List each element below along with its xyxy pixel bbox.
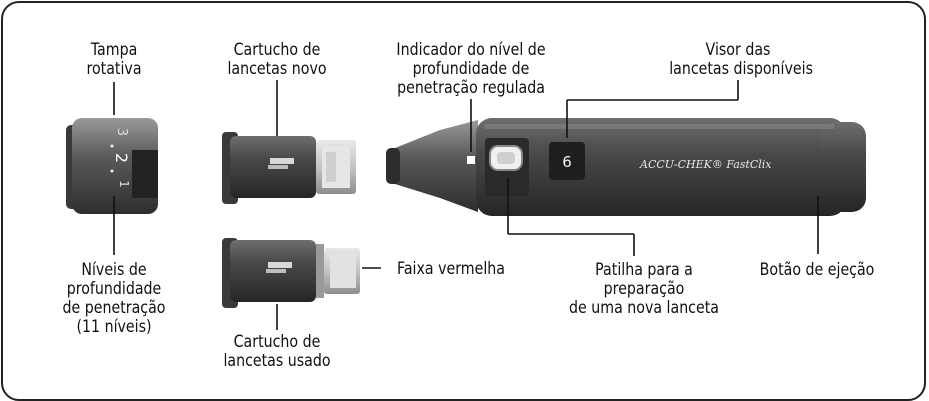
label-tampa-rotativa: Tampa rotativa	[71, 40, 157, 78]
label-line: profundidade	[66, 279, 162, 298]
dial-number-1: 1	[117, 180, 131, 188]
lancing-device: 6 ACCU-CHEK® FastClix	[386, 118, 866, 216]
label-line: rotativa	[86, 59, 142, 78]
label-line: lancetas novo	[227, 59, 327, 78]
label-cartucho-novo: Cartucho de lancetas novo	[213, 40, 342, 78]
label-line: lancetas disponíveis	[669, 59, 813, 78]
label-visor-lancetas: Visor das lancetas disponíveis	[669, 40, 813, 78]
label-line: Faixa vermelha	[396, 259, 506, 278]
label-botao-ejecao: Botão de ejeção	[753, 260, 882, 279]
label-line: Tampa	[90, 40, 138, 59]
new-lancet-cartridge	[222, 132, 356, 204]
leader-lines	[113, 80, 819, 330]
depth-indicator-dot	[467, 156, 475, 164]
label-line: Visor das	[705, 40, 771, 59]
label-patilha: Patilha para a preparação de uma nova la…	[567, 260, 722, 317]
label-line: (11 níveis)	[76, 317, 152, 336]
label-faixa-vermelha: Faixa vermelha	[387, 259, 516, 278]
label-line: Botão de ejeção	[759, 260, 875, 279]
label-line: Cartucho de	[233, 40, 321, 59]
rotating-cap: 3 2 1	[66, 118, 158, 214]
used-lancet-cartridge	[222, 238, 360, 308]
label-line: Patilha para a	[595, 260, 693, 279]
dial-number-3: 3	[114, 128, 129, 136]
label-cartucho-usado: Cartucho de lancetas usado	[213, 332, 342, 370]
label-line: de uma nova lanceta	[569, 298, 719, 317]
label-line: penetração regulada	[397, 78, 545, 97]
label-line: de penetração	[62, 298, 166, 317]
brand-text: ACCU-CHEK® FastClix	[639, 158, 772, 171]
label-line: preparação	[603, 279, 685, 298]
label-line: Cartucho de	[233, 332, 321, 351]
window-number: 6	[562, 153, 572, 171]
device-illustration: 3 2 1 6 ACCU-CHEK® FastClix	[66, 80, 866, 330]
label-line: Indicador do nível de	[396, 40, 546, 59]
label-line: lancetas usado	[223, 351, 331, 370]
label-line: Níveis de	[81, 260, 147, 279]
label-indicador-nivel: Indicador do nível de profundidade de pe…	[385, 40, 557, 97]
label-niveis-profundidade: Níveis de profundidade de penetração (11…	[54, 260, 174, 336]
dial-number-2: 2	[112, 153, 131, 163]
label-line: profundidade de	[412, 59, 530, 78]
